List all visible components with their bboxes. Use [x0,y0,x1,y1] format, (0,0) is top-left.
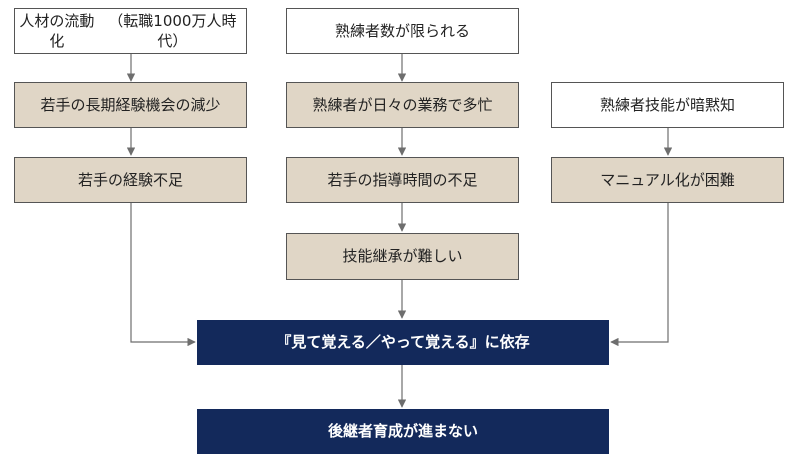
node-manual-konnan-label: マニュアル化が困難 [600,170,735,189]
node-manual-konnan: マニュアル化が困難 [551,157,784,203]
node-jukurensha-tabo: 熟練者が日々の業務で多忙 [286,82,519,128]
node-wakate-choki-keiken-label: 若手の長期経験機会の減少 [40,95,221,114]
node-wakate-keiken-fusoku-label: 若手の経験不足 [77,170,183,189]
node-wakate-keiken-fusoku: 若手の経験不足 [14,157,247,203]
node-jukurensha-kagirareru-label: 熟練者数が限られる [334,21,470,40]
arrow-keiken-fusoku-to-mite [130,203,196,347]
node-jukurensha-kagirareru: 熟練者数が限られる [286,8,519,54]
node-mite-oboeru-label: 『見て覚える／やって覚える』に依存 [276,333,530,352]
node-jukurensha-anmokuchi-label: 熟練者技能が暗黙知 [599,95,735,114]
node-jinzai-ryudoka-line1: 人材の流動化 [19,11,95,50]
node-koukeisha-ikusei-label: 後継者育成が進まない [327,422,478,441]
node-gino-keisho-label: 技能継承が難しい [342,247,463,266]
arrow-manual-to-mite [610,203,669,347]
node-wakate-shido-fusoku: 若手の指導時間の不足 [286,157,519,203]
node-mite-oboeru: 『見て覚える／やって覚える』に依存 [197,320,609,365]
node-jinzai-ryudoka: 人材の流動化 （転職1000万人時代） [14,8,247,54]
node-jinzai-ryudoka-line2: （転職1000万人時代） [108,11,237,50]
node-gino-keisho: 技能継承が難しい [286,233,519,280]
node-wakate-shido-fusoku-label: 若手の指導時間の不足 [327,170,478,189]
node-jukurensha-anmokuchi: 熟練者技能が暗黙知 [551,82,784,128]
node-wakate-choki-keiken: 若手の長期経験機会の減少 [14,82,247,128]
node-jukurensha-tabo-label: 熟練者が日々の業務で多忙 [312,95,493,114]
node-koukeisha-ikusei: 後継者育成が進まない [197,409,609,454]
